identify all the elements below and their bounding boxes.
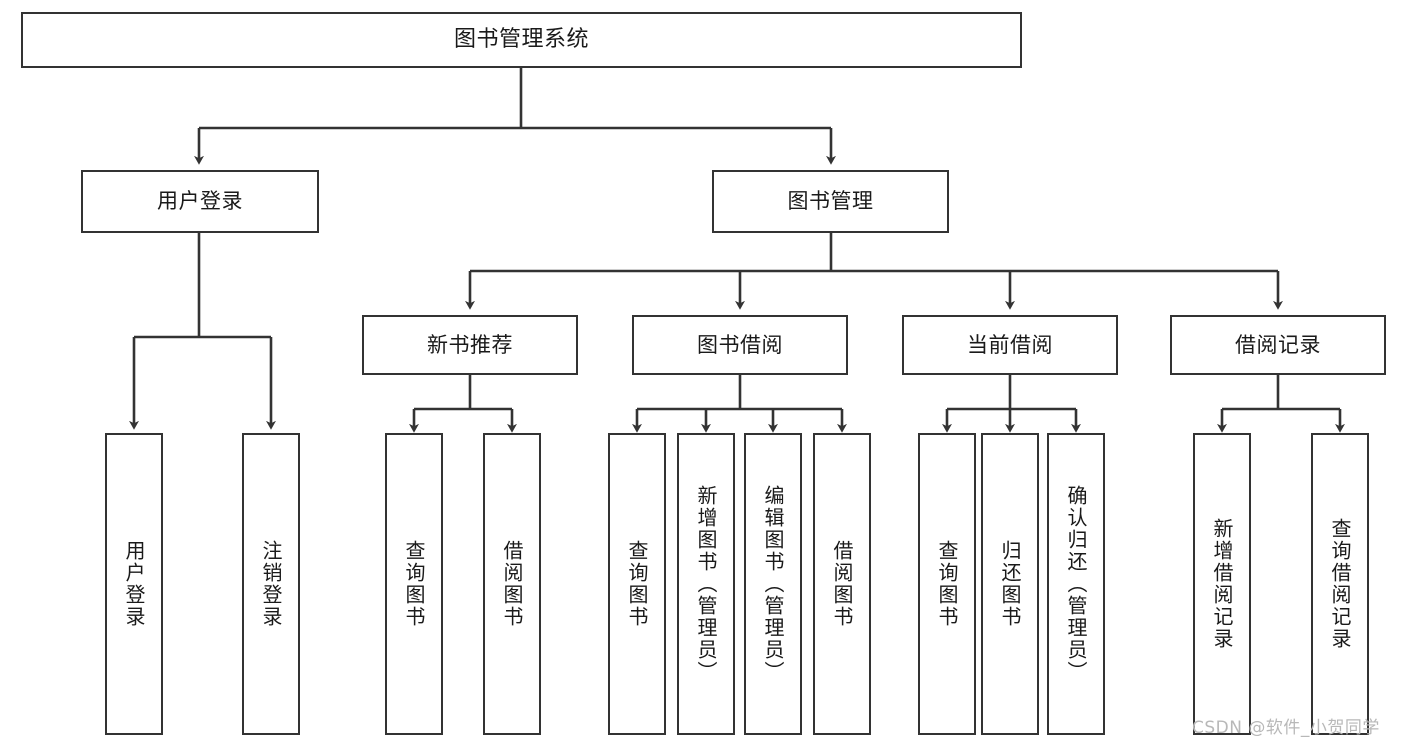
node-user-login[interactable]: 用户登录 xyxy=(81,170,319,233)
leaf-node-query-book-3[interactable]: 查询图书 xyxy=(918,433,976,735)
leaf-node-confirm-return[interactable]: 确认归还（管理员） xyxy=(1047,433,1105,735)
leaf-node-add-borrow-record[interactable]: 新增借阅记录 xyxy=(1193,433,1251,735)
node-label: 用户登录 xyxy=(122,540,146,628)
node-label: 新书推荐 xyxy=(427,332,513,357)
leaf-node-query-book-2[interactable]: 查询图书 xyxy=(608,433,666,735)
node-label: 查询图书 xyxy=(402,540,426,628)
leaf-node-borrow-book-2[interactable]: 借阅图书 xyxy=(813,433,871,735)
node-label: 借阅记录 xyxy=(1235,332,1321,357)
node-label: 编辑图书（管理员） xyxy=(761,485,785,683)
node-label: 新增图书（管理员） xyxy=(694,485,718,683)
leaf-node-logout[interactable]: 注销登录 xyxy=(242,433,300,735)
node-book-management[interactable]: 图书管理 xyxy=(712,170,949,233)
node-new-book-recommend[interactable]: 新书推荐 xyxy=(362,315,578,375)
leaf-node-query-borrow-record[interactable]: 查询借阅记录 xyxy=(1311,433,1369,735)
leaf-node-edit-book[interactable]: 编辑图书（管理员） xyxy=(744,433,802,735)
leaf-node-query-book-1[interactable]: 查询图书 xyxy=(385,433,443,735)
node-label: 图书管理 xyxy=(787,189,874,214)
node-label: 注销登录 xyxy=(259,540,283,628)
node-label: 归还图书 xyxy=(998,540,1022,628)
node-root-book-management-system[interactable]: 图书管理系统 xyxy=(21,12,1022,68)
node-borrow-record[interactable]: 借阅记录 xyxy=(1170,315,1386,375)
node-label: 用户登录 xyxy=(157,189,243,214)
leaf-node-return-book[interactable]: 归还图书 xyxy=(981,433,1039,735)
node-label: 查询图书 xyxy=(935,540,959,628)
leaf-node-add-book[interactable]: 新增图书（管理员） xyxy=(677,433,735,735)
node-label: 当前借阅 xyxy=(967,332,1053,357)
node-label: 借阅图书 xyxy=(830,540,854,628)
node-label: 新增借阅记录 xyxy=(1210,518,1234,650)
node-label: 图书管理系统 xyxy=(453,27,589,53)
node-current-borrow[interactable]: 当前借阅 xyxy=(902,315,1118,375)
watermark-text: CSDN @软件_小贺同学 xyxy=(1192,718,1380,738)
node-label: 借阅图书 xyxy=(500,540,524,628)
leaf-node-login[interactable]: 用户登录 xyxy=(105,433,163,735)
node-label: 查询图书 xyxy=(625,540,649,628)
leaf-node-borrow-book-1[interactable]: 借阅图书 xyxy=(483,433,541,735)
node-label: 确认归还（管理员） xyxy=(1064,485,1088,683)
node-book-borrow[interactable]: 图书借阅 xyxy=(632,315,848,375)
node-label: 查询借阅记录 xyxy=(1328,518,1352,650)
node-label: 图书借阅 xyxy=(697,332,783,357)
